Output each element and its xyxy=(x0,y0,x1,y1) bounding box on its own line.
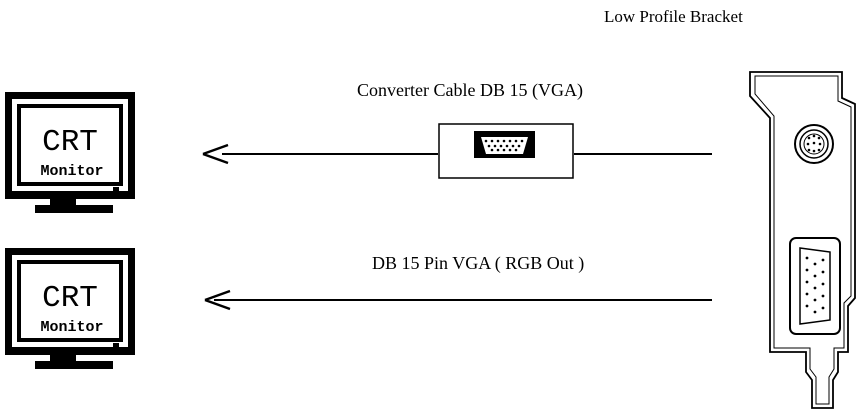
monitor-1-crt-text: CRT xyxy=(42,125,98,160)
low-profile-bracket xyxy=(749,71,856,409)
db15-port-icon xyxy=(789,237,841,335)
converter-cable-arrow xyxy=(202,143,712,165)
crt-monitor-top: CRT Monitor xyxy=(5,92,135,213)
converter-cable-box xyxy=(438,123,574,179)
crt-monitor-bottom: CRT Monitor xyxy=(5,248,135,369)
monitor-2-monitor-text: Monitor xyxy=(40,319,103,336)
bracket-label: Low Profile Bracket xyxy=(604,7,743,26)
mini-din-port-icon xyxy=(794,124,834,164)
converter-cable-label: Converter Cable DB 15 (VGA) xyxy=(357,80,583,101)
vga-output-label: DB 15 Pin VGA ( RGB Out ) xyxy=(372,253,584,274)
monitor-2-crt-text: CRT xyxy=(42,281,98,316)
monitor-1-monitor-text: Monitor xyxy=(40,163,103,180)
vga-output-arrow xyxy=(204,289,712,311)
db15-connector-icon xyxy=(481,137,528,154)
